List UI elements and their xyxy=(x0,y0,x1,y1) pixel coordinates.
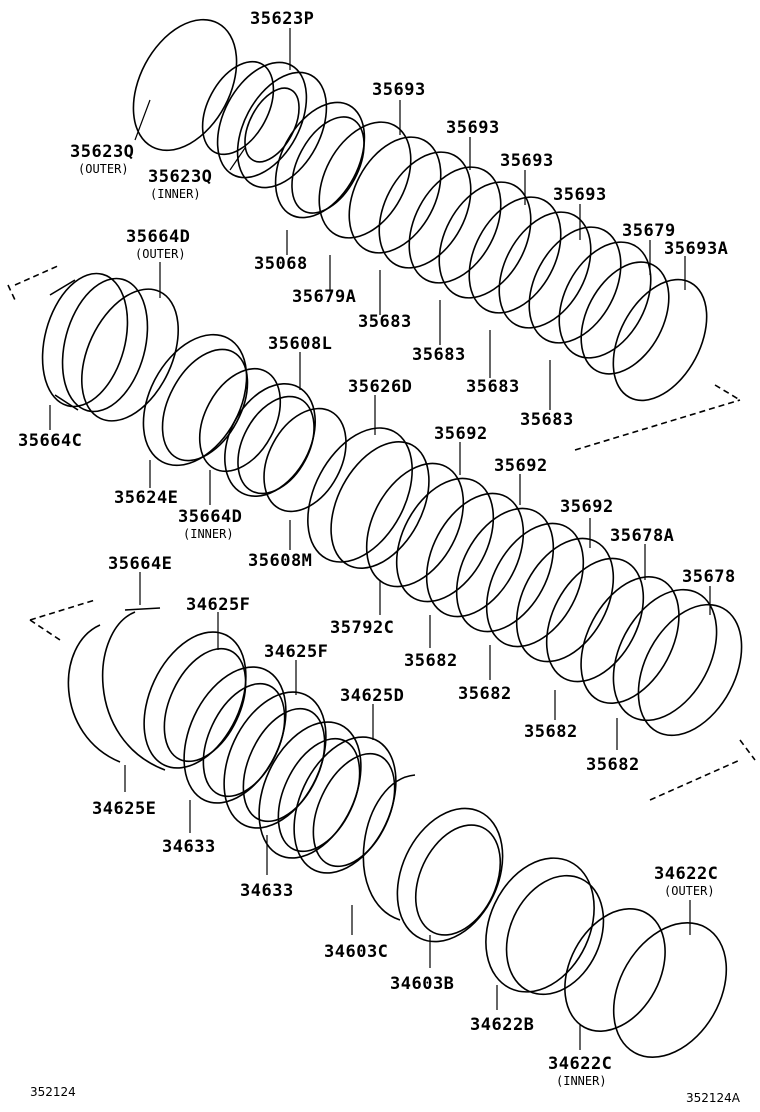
ring-35624E xyxy=(142,333,249,467)
drum-35664C xyxy=(41,272,149,413)
label-35623P: 35623P xyxy=(250,9,315,29)
middle-plate-stack xyxy=(307,427,743,737)
label-35683-1: 35683 xyxy=(358,312,412,332)
label-35626D: 35626D xyxy=(348,377,413,397)
spring-34603B xyxy=(396,807,504,943)
ring-35664D-outer xyxy=(80,288,180,422)
ring-34622C-inner xyxy=(564,908,666,1032)
plate-34625F xyxy=(143,631,247,769)
sublabel-35623Q-inner: (INNER) xyxy=(150,187,201,201)
top-clutch-group xyxy=(7,18,741,451)
label-35068: 35068 xyxy=(254,254,308,274)
ring-35608L xyxy=(224,382,316,498)
label-35682-4: 35682 xyxy=(586,755,640,775)
ring-35623Q-inner xyxy=(201,60,275,156)
label-35678: 35678 xyxy=(682,567,736,587)
label-35679: 35679 xyxy=(622,221,676,241)
middle-clutch-group xyxy=(41,272,756,801)
leader-lines xyxy=(49,28,711,1050)
label-35792C: 35792C xyxy=(330,618,395,638)
top-plate-stack xyxy=(318,121,708,402)
label-35664D-outer: 35664D xyxy=(126,227,191,247)
label-34625E: 34625E xyxy=(92,799,157,819)
label-34625F-2: 34625F xyxy=(264,642,329,662)
label-35682-2: 35682 xyxy=(458,684,512,704)
label-35664D-inner: 35664D xyxy=(178,507,243,527)
bottom-clutch-group xyxy=(29,599,728,1058)
diagram-code-right: 352124A xyxy=(686,1091,741,1105)
plate-34633-b xyxy=(258,721,362,859)
label-35693-4: 35693 xyxy=(553,185,607,205)
label-34603B: 34603B xyxy=(390,974,455,994)
drum-34622B xyxy=(485,857,605,996)
label-35608L: 35608L xyxy=(268,334,333,354)
label-35682-3: 35682 xyxy=(524,722,578,742)
label-35693-3: 35693 xyxy=(500,151,554,171)
label-35678A: 35678A xyxy=(610,526,675,546)
sublabel-35623Q-outer: (OUTER) xyxy=(78,162,129,176)
label-35682-1: 35682 xyxy=(404,651,458,671)
label-35683-4: 35683 xyxy=(520,410,574,430)
sublabel-35664D-inner: (INNER) xyxy=(183,527,234,541)
sublabel-34622C-outer: (OUTER) xyxy=(664,884,715,898)
label-35693-1: 35693 xyxy=(372,80,426,100)
ring-34603C xyxy=(362,774,416,921)
drum-35623P xyxy=(216,61,328,189)
label-35623Q-outer: 35623Q xyxy=(70,142,135,162)
ring-35068 xyxy=(274,101,366,219)
label-35679A: 35679A xyxy=(292,287,357,307)
diagram-code-left: 352124 xyxy=(30,1085,76,1099)
label-34622B: 34622B xyxy=(470,1015,535,1035)
label-34625F-1: 34625F xyxy=(186,595,251,615)
label-34633-1: 34633 xyxy=(162,837,216,857)
label-35624E: 35624E xyxy=(114,488,179,508)
label-34622C-outer: 34622C xyxy=(654,864,719,884)
sublabel-34622C-inner: (INNER) xyxy=(556,1074,607,1088)
label-35683-2: 35683 xyxy=(412,345,466,365)
label-34622C-inner: 34622C xyxy=(548,1054,613,1074)
label-35623Q-inner: 35623Q xyxy=(148,167,213,187)
label-34603C: 34603C xyxy=(324,942,389,962)
label-35692-3: 35692 xyxy=(560,497,614,517)
label-34625D: 34625D xyxy=(340,686,405,706)
label-35693A: 35693A xyxy=(664,239,729,259)
plate-34633-a xyxy=(183,666,287,804)
label-34633-2: 34633 xyxy=(240,881,294,901)
sublabel-35664D-outer: (OUTER) xyxy=(135,247,186,261)
label-35664C: 35664C xyxy=(18,431,83,451)
ring-35608M xyxy=(263,407,347,513)
ring-35664D-inner xyxy=(198,367,282,473)
label-35683-3: 35683 xyxy=(466,377,520,397)
ring-34625E-open xyxy=(67,624,121,763)
label-35692-1: 35692 xyxy=(434,424,488,444)
label-35608M: 35608M xyxy=(248,551,313,571)
plate-34625D xyxy=(293,736,397,874)
ring-34622C-outer xyxy=(612,922,728,1058)
label-35693-2: 35693 xyxy=(446,118,500,138)
label-35664E: 35664E xyxy=(108,554,173,574)
label-35692-2: 35692 xyxy=(494,456,548,476)
ring-35623Q-outer xyxy=(132,18,238,152)
